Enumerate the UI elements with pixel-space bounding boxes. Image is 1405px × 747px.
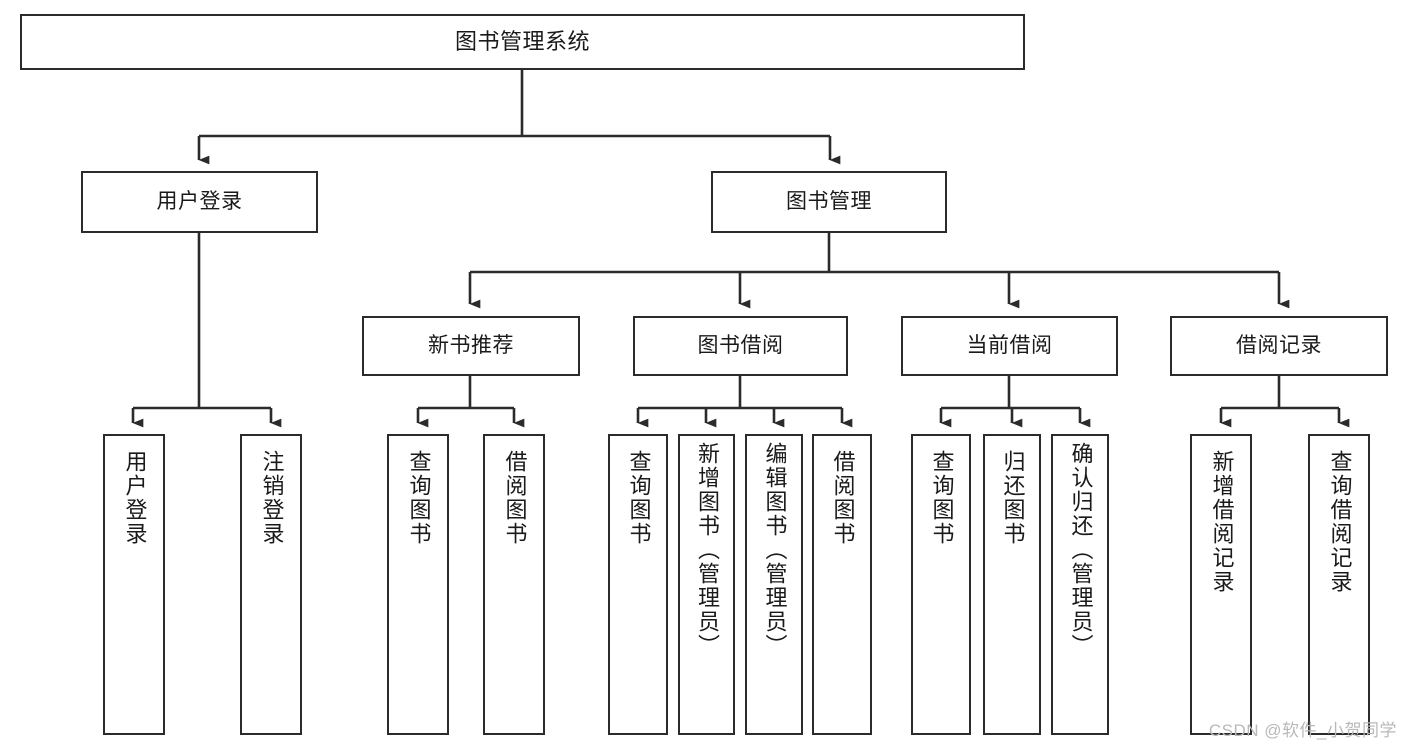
node-new-book-recommend[interactable]: 新书推荐 — [362, 316, 580, 376]
leaf-current-confirm-return-admin-label: 确认归还（管理员） — [1068, 442, 1094, 658]
node-user-login[interactable]: 用户登录 — [81, 171, 318, 233]
leaf-borrow-borrow-book-label: 借阅图书 — [830, 450, 856, 546]
leaf-current-return-book-label: 归还图书 — [1000, 450, 1026, 546]
node-root[interactable]: 图书管理系统 — [20, 14, 1025, 70]
leaf-recommend-query-book[interactable]: 查询图书 — [387, 434, 449, 735]
leaf-borrow-borrow-book[interactable]: 借阅图书 — [812, 434, 872, 735]
leaf-user-login[interactable]: 用户登录 — [103, 434, 165, 735]
leaf-borrow-add-book-admin-label: 新增图书（管理员） — [694, 442, 720, 658]
leaf-current-confirm-return-admin[interactable]: 确认归还（管理员） — [1051, 434, 1109, 735]
leaf-record-add-record[interactable]: 新增借阅记录 — [1190, 434, 1252, 735]
node-user-login-label: 用户登录 — [156, 189, 243, 213]
leaf-record-add-record-label: 新增借阅记录 — [1209, 450, 1235, 594]
leaf-record-query-record-label: 查询借阅记录 — [1327, 450, 1353, 594]
node-borrow-record-label: 借阅记录 — [1236, 333, 1322, 357]
csdn-watermark: CSDN @软件_小贺同学 — [1208, 721, 1397, 740]
node-new-book-recommend-label: 新书推荐 — [428, 333, 514, 357]
leaf-current-return-book[interactable]: 归还图书 — [983, 434, 1041, 735]
leaf-record-query-record[interactable]: 查询借阅记录 — [1308, 434, 1370, 735]
node-book-management[interactable]: 图书管理 — [711, 171, 947, 233]
leaf-borrow-edit-book-admin[interactable]: 编辑图书（管理员） — [745, 434, 803, 735]
leaf-current-query-book[interactable]: 查询图书 — [911, 434, 971, 735]
node-borrow-record[interactable]: 借阅记录 — [1170, 316, 1388, 376]
leaf-user-logout[interactable]: 注销登录 — [240, 434, 302, 735]
leaf-user-login-label: 用户登录 — [122, 450, 148, 546]
leaf-borrow-add-book-admin[interactable]: 新增图书（管理员） — [678, 434, 735, 735]
node-book-management-label: 图书管理 — [786, 189, 872, 213]
leaf-borrow-edit-book-admin-label: 编辑图书（管理员） — [762, 442, 788, 658]
node-current-borrow-label: 当前借阅 — [966, 333, 1053, 357]
leaf-current-query-book-label: 查询图书 — [929, 450, 955, 546]
leaf-recommend-query-book-label: 查询图书 — [406, 450, 432, 546]
leaf-recommend-borrow-book-label: 借阅图书 — [502, 450, 528, 546]
node-book-borrow[interactable]: 图书借阅 — [633, 316, 848, 376]
node-current-borrow[interactable]: 当前借阅 — [901, 316, 1118, 376]
node-book-borrow-label: 图书借阅 — [697, 333, 784, 357]
leaf-user-logout-label: 注销登录 — [259, 450, 285, 546]
leaf-borrow-query-book[interactable]: 查询图书 — [608, 434, 668, 735]
node-root-label: 图书管理系统 — [454, 29, 590, 55]
leaf-recommend-borrow-book[interactable]: 借阅图书 — [483, 434, 545, 735]
leaf-borrow-query-book-label: 查询图书 — [626, 450, 652, 546]
